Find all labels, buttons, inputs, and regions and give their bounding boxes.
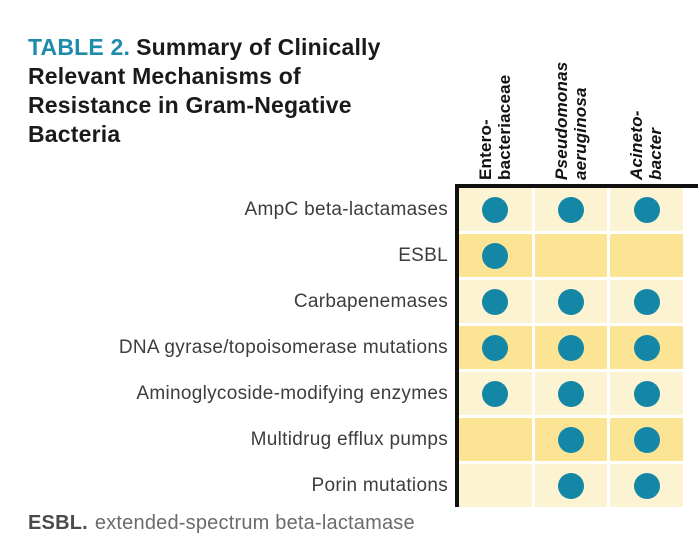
- presence-dot: [482, 242, 509, 269]
- presence-dot: [557, 380, 584, 407]
- matrix-cell: [459, 464, 532, 507]
- matrix-cell: [610, 418, 683, 461]
- footnote-abbreviation: ESBL.: [28, 512, 88, 534]
- presence-dot: [633, 426, 660, 453]
- matrix-cell: [459, 280, 532, 323]
- column-header: Entero-bacteriaceae: [476, 75, 514, 180]
- matrix-cell: [534, 188, 608, 231]
- matrix-cell: [459, 234, 532, 277]
- column-header-line: bacteriaceae: [495, 74, 514, 180]
- presence-dot: [557, 196, 584, 223]
- footnote: ESBL. extended-spectrum beta-lactamase: [28, 512, 415, 535]
- table-title-text: Summary of Clinically Relevant Mechanism…: [28, 34, 381, 147]
- matrix-cell: [534, 234, 608, 277]
- column-header-line: bacter: [646, 127, 665, 180]
- matrix-cell: [534, 418, 608, 461]
- table-title: TABLE 2.Summary of Clinically Relevant M…: [28, 33, 426, 149]
- matrix-cell: [459, 372, 532, 415]
- footnote-text: extended-spectrum beta-lactamase: [94, 512, 415, 534]
- presence-dot: [482, 288, 509, 315]
- matrix-cell: [610, 464, 683, 507]
- matrix-cell: [459, 418, 532, 461]
- matrix-cell: [610, 234, 683, 277]
- matrix-cell: [459, 188, 532, 231]
- presence-dot: [557, 426, 584, 453]
- matrix: [459, 188, 683, 507]
- column-header-line: aeruginosa: [571, 87, 590, 180]
- presence-dot: [633, 380, 660, 407]
- presence-dot: [482, 380, 509, 407]
- column-header-line: Acineto-: [627, 110, 646, 180]
- row-label: Aminoglycoside-modifying enzymes: [136, 382, 448, 404]
- matrix-cell: [610, 280, 683, 323]
- table-top-border: [455, 184, 698, 188]
- matrix-cell: [534, 326, 608, 369]
- presence-dot: [557, 288, 584, 315]
- matrix-cell: [459, 326, 532, 369]
- presence-dot: [557, 472, 584, 499]
- row-label: ESBL: [398, 244, 448, 266]
- column-header-line: Entero-: [476, 119, 495, 180]
- matrix-cell: [534, 464, 608, 507]
- matrix-cell: [534, 280, 608, 323]
- presence-dot: [633, 288, 660, 315]
- presence-dot: [557, 334, 584, 361]
- presence-dot: [633, 334, 660, 361]
- matrix-cell: [610, 326, 683, 369]
- matrix-cell: [610, 188, 683, 231]
- row-label: DNA gyrase/topoisomerase mutations: [118, 336, 448, 358]
- presence-dot: [482, 334, 509, 361]
- row-label: Multidrug efflux pumps: [250, 428, 448, 450]
- presence-dot: [633, 472, 660, 499]
- row-label: Carbapenemases: [293, 290, 448, 312]
- matrix-cell: [610, 372, 683, 415]
- table-number-label: TABLE 2.: [28, 34, 131, 60]
- column-header-line: Pseudomonas: [552, 61, 571, 180]
- column-header: Acineto-bacter: [627, 110, 665, 180]
- row-label: Porin mutations: [311, 474, 448, 496]
- matrix-cell: [534, 372, 608, 415]
- presence-dot: [633, 196, 660, 223]
- row-label: AmpC beta-lactamases: [244, 198, 448, 220]
- table-left-border: [455, 184, 459, 507]
- presence-dot: [482, 196, 509, 223]
